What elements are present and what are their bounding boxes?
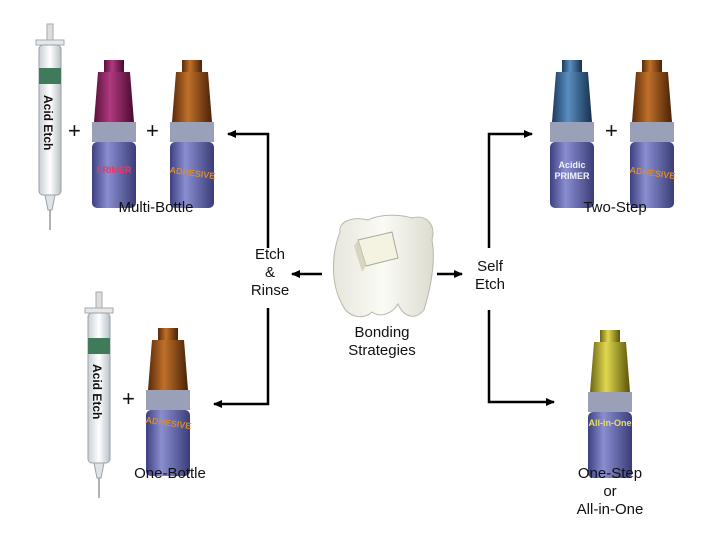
acidic-primer-bottle: Acidic PRIMER xyxy=(550,60,594,208)
center-caption-line2: Strategies xyxy=(348,342,416,359)
tooth-illustration xyxy=(332,214,434,318)
plus-sign: + xyxy=(68,118,81,143)
branch-etch-rinse: Etch & Rinse xyxy=(240,246,300,300)
adhesive-bottle-multi: ADHESIVE xyxy=(169,60,216,208)
caption-multi-bottle: Multi-Bottle xyxy=(118,199,194,216)
adhesive-bottle-two-step: ADHESIVE xyxy=(629,60,676,208)
syringe-label-multi: Acid Etch xyxy=(41,95,55,150)
branch-self-etch: Self Etch xyxy=(460,258,520,294)
syringe-one-bottle: Acid Etch xyxy=(84,291,114,498)
syringe-multi-bottle: Acid Etch xyxy=(35,23,65,230)
center-caption-line1: Bonding xyxy=(354,324,410,341)
plus-sign: + xyxy=(605,118,618,143)
arrows xyxy=(213,130,555,408)
arrow-self-etch-to-one-step xyxy=(487,310,555,406)
caption-one-bottle: One-Bottle xyxy=(134,465,206,482)
caption-one-step: One-Step or All-in-One xyxy=(550,465,670,519)
plus-sign: + xyxy=(122,386,135,411)
all-in-one-bottle-label: All-in-One xyxy=(589,418,632,428)
primer-bottle-label: PRIMER xyxy=(96,165,132,175)
syringe-label-one: Acid Etch xyxy=(90,364,104,419)
arrow-etch-rinse-to-one-bottle xyxy=(213,308,270,408)
acidic-primer-label-line1: Acidic xyxy=(558,160,585,170)
primer-bottle: PRIMER xyxy=(92,60,136,208)
self-etch-line1: Self xyxy=(477,258,503,275)
self-etch-line2: Etch xyxy=(474,276,505,293)
arrow-etch-rinse-to-multi-bottle xyxy=(227,130,270,248)
etch-rinse-line1: Etch xyxy=(254,246,285,263)
adhesive-bottle-one: ADHESIVE xyxy=(145,328,192,476)
caption-one-step-line3: All-in-One xyxy=(576,501,644,518)
all-in-one-bottle: All-in-One xyxy=(588,330,632,478)
acidic-primer-label-line2: PRIMER xyxy=(554,171,590,181)
arrow-self-etch-to-two-step xyxy=(487,130,533,248)
etch-rinse-line2: & xyxy=(264,264,275,281)
caption-two-step: Two-Step xyxy=(583,199,647,216)
center-caption: Bonding Strategies xyxy=(322,324,442,360)
caption-one-step-line1: One-Step xyxy=(577,465,643,482)
plus-sign: + xyxy=(146,118,159,143)
etch-rinse-line3: Rinse xyxy=(250,282,290,299)
caption-one-step-line2: or xyxy=(603,483,617,500)
